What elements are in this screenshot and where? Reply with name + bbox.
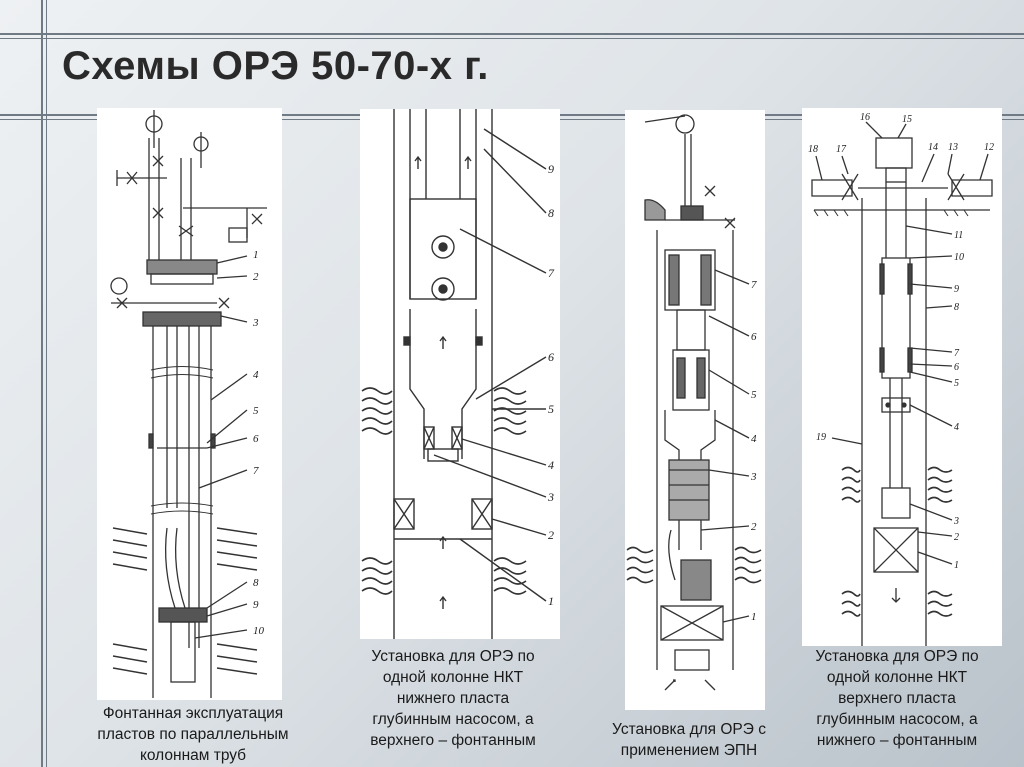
figure-3-caption: Установка для ОРЭ с применением ЭПН — [580, 719, 798, 761]
frame-line-top-1 — [0, 33, 1024, 35]
figure-4-label-15: 15 — [902, 114, 912, 125]
figure-1-label-4: 4 — [253, 369, 259, 381]
figure-2-caption-line: Установка для ОРЭ по — [371, 648, 535, 665]
figure-3-label-2: 2 — [751, 521, 757, 533]
figure-1-label-6: 6 — [253, 433, 259, 445]
figure-1-label-1: 1 — [253, 249, 259, 261]
figure-3-label-3: 3 — [750, 471, 757, 483]
figure-3-label-7: 7 — [751, 279, 757, 291]
figure-1-label-7: 7 — [253, 465, 259, 477]
figure-1-caption-line: колоннам труб — [139, 747, 247, 764]
esp-scheme: 7 6 5 4 3 2 1 — [626, 114, 762, 691]
frame-line-left-1 — [41, 0, 43, 767]
figure-1-diagram: 1 2 3 4 5 6 7 8 9 10 — [97, 108, 282, 700]
figure-1-label-10: 10 — [253, 625, 265, 637]
figure-4-label-12: 12 — [984, 142, 994, 153]
figure-3-label-1: 1 — [751, 611, 757, 623]
figure-2-caption-line: нижнего пласта — [396, 690, 510, 707]
figure-4-label-11: 11 — [954, 230, 963, 241]
figure-2-caption-line: одной колонне НКТ — [382, 669, 524, 686]
figure-4-label-16: 16 — [860, 112, 870, 123]
figure-4-caption-line: Установка для ОРЭ по — [815, 648, 979, 665]
figure-4-label-1: 1 — [954, 560, 959, 571]
figure-3-label-5: 5 — [751, 389, 757, 401]
figure-4-label-2: 2 — [954, 532, 959, 543]
figure-4-label-10: 10 — [954, 252, 964, 263]
figure-2-label-9: 9 — [548, 162, 554, 176]
figure-4-caption-line: верхнего пласта — [838, 690, 956, 707]
figure-4-label-18: 18 — [808, 144, 818, 155]
figure-4-label-13: 13 — [948, 142, 958, 153]
figure-1-caption-line: пластов по параллельным — [97, 726, 289, 743]
figure-1-caption: Фонтанная эксплуатация пластов по паралл… — [58, 703, 328, 766]
figure-4-caption-line: одной колонне НКТ — [826, 669, 968, 686]
figure-2-label-3: 3 — [547, 490, 554, 504]
figure-2-label-4: 4 — [548, 458, 554, 472]
figure-4-label-19: 19 — [816, 432, 826, 443]
figure-4-label-8: 8 — [954, 302, 959, 313]
figure-4-label-9: 9 — [954, 284, 959, 295]
figure-4-label-3: 3 — [953, 516, 959, 527]
figure-1-label-2: 2 — [253, 271, 259, 283]
frame-line-top-2 — [0, 38, 1024, 39]
figure-4-caption-line: глубинным насосом, а — [816, 711, 978, 728]
parallel-tubing-scheme: 1 2 3 4 5 6 7 8 9 10 — [110, 110, 267, 698]
figure-4-label-6: 6 — [954, 362, 959, 373]
figure-4-caption: Установка для ОРЭ по одной колонне НКТ в… — [770, 646, 1024, 751]
figure-4-label-4: 4 — [954, 422, 959, 433]
figure-3-caption-line: применением ЭПН — [620, 742, 758, 759]
figure-4-diagram: 16 18 17 15 14 13 12 11 10 9 8 7 6 5 4 1… — [802, 108, 1002, 646]
figure-2-label-7: 7 — [548, 266, 555, 280]
figure-3-diagram: 7 6 5 4 3 2 1 — [625, 110, 765, 710]
figure-1-label-3: 3 — [252, 317, 259, 329]
figure-2-caption: Установка для ОРЭ по одной колонне НКТ н… — [318, 646, 588, 751]
figure-3-label-4: 4 — [751, 433, 757, 445]
figure-4-label-5: 5 — [954, 378, 959, 389]
figure-1-label-9: 9 — [253, 599, 259, 611]
figure-1-label-8: 8 — [253, 577, 259, 589]
single-tubing-pump-lower-scheme: 9 8 7 6 5 4 3 2 1 — [361, 109, 555, 639]
single-tubing-pump-upper-scheme: 16 18 17 15 14 13 12 11 10 9 8 7 6 5 4 1… — [808, 112, 994, 646]
figure-4-label-14: 14 — [928, 142, 938, 153]
figure-3-label-6: 6 — [751, 331, 757, 343]
figure-4-caption-line: нижнего – фонтанным — [816, 732, 978, 749]
figure-2-diagram: 9 8 7 6 5 4 3 2 1 — [360, 109, 560, 639]
figure-1-label-5: 5 — [253, 405, 259, 417]
figure-4-label-7: 7 — [954, 348, 960, 359]
figure-2-caption-line: верхнего – фонтанным — [370, 732, 536, 749]
slide-title: Схемы ОРЭ 50-70-х г. — [62, 44, 489, 88]
figure-4-label-17: 17 — [836, 144, 847, 155]
frame-line-left-2 — [46, 0, 47, 767]
figure-3-caption-line: Установка для ОРЭ с — [612, 721, 766, 738]
figure-2-label-1: 1 — [548, 594, 554, 608]
figure-2-label-5: 5 — [548, 402, 554, 416]
figure-2-label-8: 8 — [548, 206, 554, 220]
figure-2-label-6: 6 — [548, 350, 554, 364]
figure-2-caption-line: глубинным насосом, а — [372, 711, 534, 728]
figure-2-label-2: 2 — [548, 528, 554, 542]
figure-1-caption-line: Фонтанная эксплуатация — [102, 705, 284, 722]
